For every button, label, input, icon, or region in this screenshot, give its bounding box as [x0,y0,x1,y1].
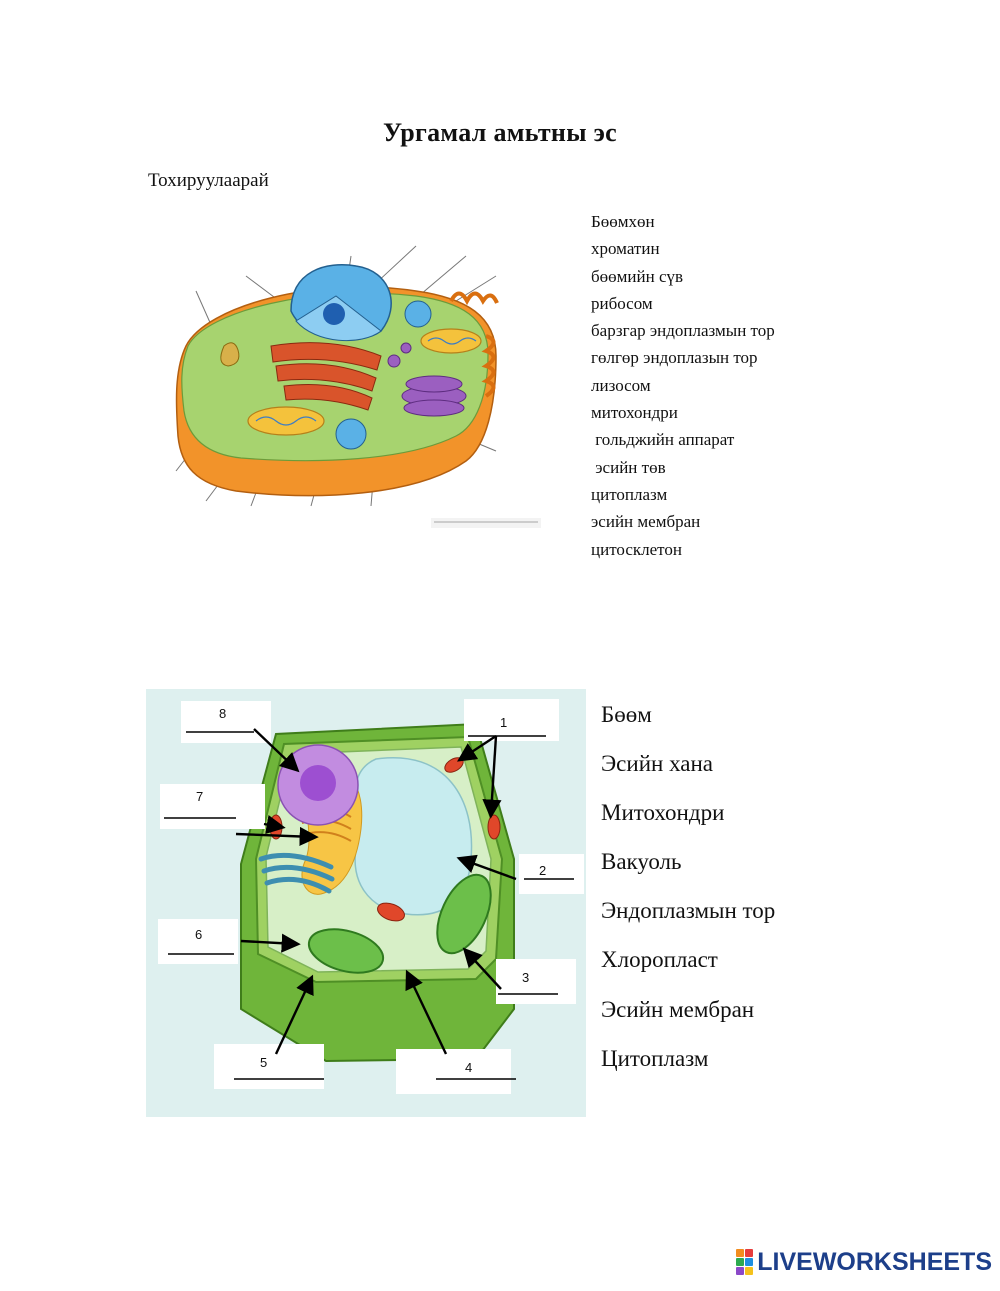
plant-term[interactable]: Цитоплазм [601,1045,709,1071]
animal-term[interactable]: Бөөмхөн [591,212,655,231]
plant-label-3: 3 [522,970,530,985]
logo-text: LIVEWORKSHEETS [757,1247,992,1276]
plant-term[interactable]: Митохондри [601,800,725,826]
plant-term[interactable]: Вакуоль [601,849,682,875]
plant-term[interactable]: Эсийн мембран [601,996,755,1022]
plant-label-8: 8 [219,706,227,721]
plant-label-1: 1 [500,715,508,730]
animal-term[interactable]: эсийн төв [591,457,666,477]
plant-term[interactable]: Хлоропласт [601,947,718,973]
plant-cell-diagram: 1 2 3 4 5 6 7 8 [146,689,586,1117]
animal-term[interactable]: рибосом [591,293,653,313]
animal-term[interactable]: гөлгөр эндоплазын тор [591,348,758,368]
animal-term[interactable]: гольджийн аппарат [591,430,735,450]
plant-label-7: 7 [196,789,204,804]
plant-label-4: 4 [465,1060,473,1075]
plant-term[interactable]: Эсийн хана [601,751,713,777]
animal-term[interactable]: митохондри [591,403,678,423]
animal-cell-diagram [175,245,541,528]
plant-term[interactable]: Эндоплазмын тор [601,898,776,924]
page-title: Ургамал амьтны эс [383,118,617,147]
plant-term[interactable]: Бөөм [601,702,652,727]
plant-label-2: 2 [539,863,547,878]
animal-term[interactable]: эсийн мембран [591,512,701,532]
animal-term[interactable]: хроматин [591,239,660,259]
animal-term[interactable]: бөөмийн сүв [591,266,684,286]
animal-terms-list: Бөөмхөн хроматин бөөмийн сүв рибосом бар… [591,208,775,563]
animal-term[interactable]: цитосклетон [591,539,682,559]
plant-label-6: 6 [195,927,203,942]
instruction-text: Тохируулаарай [148,170,269,191]
plant-terms-list: Бөөм Эсийн хана Митохондри Вакуоль Эндоп… [601,690,775,1083]
animal-term[interactable]: барзгар эндоплазмын тор [591,321,775,341]
animal-term[interactable]: цитоплазм [591,484,668,504]
liveworksheets-logo: LIVEWORKSHEETS [736,1247,992,1277]
plant-label-5: 5 [260,1055,268,1070]
logo-blocks-icon [736,1249,754,1275]
plant-cell-illustration [146,689,586,1117]
animal-term[interactable]: лизосом [591,375,651,395]
